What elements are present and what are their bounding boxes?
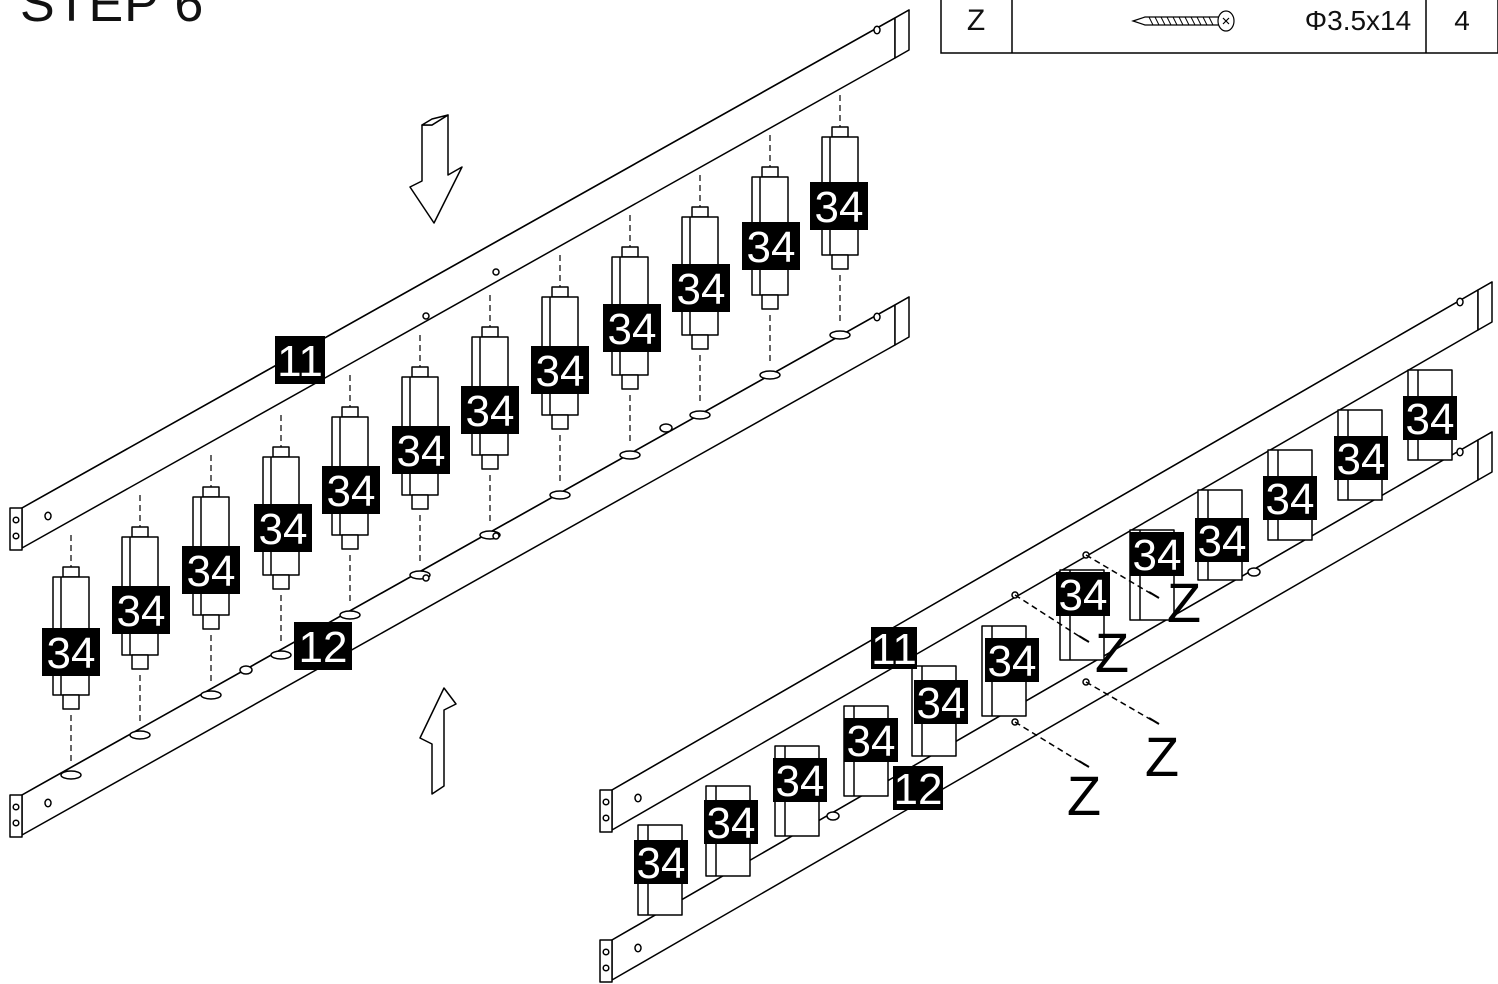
slat-tag-right-9: 34 bbox=[1195, 517, 1249, 566]
slat-tag-right-5: 34 bbox=[914, 679, 968, 728]
svg-text:34: 34 bbox=[1133, 531, 1182, 580]
screw-label-z: Z bbox=[1167, 571, 1201, 634]
slat-tag-left-1: 34 bbox=[42, 628, 100, 678]
dowel-hole bbox=[239, 665, 253, 675]
screw-1 bbox=[1011, 591, 1090, 643]
slat-tag-right-1: 34 bbox=[634, 839, 688, 888]
screw-hole bbox=[422, 312, 430, 320]
slat-tag-left-5: 34 bbox=[322, 466, 380, 516]
screw-4 bbox=[1082, 678, 1160, 725]
svg-text:11: 11 bbox=[277, 337, 323, 386]
slat-tag-left-2: 34 bbox=[112, 586, 170, 636]
svg-text:34: 34 bbox=[187, 547, 236, 596]
step-title: STEP 6 bbox=[20, 0, 205, 33]
hardware-spec: Φ3.5x14 bbox=[1305, 5, 1411, 36]
dowel-hole bbox=[1247, 567, 1261, 577]
bottom-rail-right bbox=[599, 431, 1493, 983]
slat-tag-left-9: 34 bbox=[603, 304, 661, 354]
slat-tag-right-11: 34 bbox=[1334, 435, 1388, 484]
slat-tag-left-4: 34 bbox=[254, 504, 312, 554]
svg-text:34: 34 bbox=[117, 587, 166, 636]
slat-tag-left-10: 34 bbox=[672, 264, 730, 314]
rail-tag-top-right: 11 bbox=[871, 625, 917, 674]
svg-text:34: 34 bbox=[1337, 435, 1386, 484]
top-rail-right bbox=[599, 281, 1493, 833]
hardware-table: Z Φ3.5x14 4 bbox=[940, 0, 1498, 54]
rail-tag-bottom-right: 12 bbox=[893, 765, 943, 814]
screw-hole bbox=[422, 574, 430, 582]
svg-text:34: 34 bbox=[47, 629, 96, 678]
arrow-down-icon bbox=[409, 114, 463, 224]
hardware-code: Z bbox=[967, 4, 985, 37]
svg-text:34: 34 bbox=[1266, 475, 1315, 524]
slat-tag-right-12: 34 bbox=[1403, 395, 1457, 444]
slat-tag-right-6: 34 bbox=[985, 637, 1039, 686]
svg-text:34: 34 bbox=[707, 799, 756, 848]
slat-tag-right-2: 34 bbox=[704, 799, 758, 848]
svg-text:34: 34 bbox=[815, 183, 864, 232]
svg-text:34: 34 bbox=[1198, 517, 1247, 566]
slat-tag-left-7: 34 bbox=[461, 386, 519, 436]
screw-2 bbox=[1082, 551, 1160, 599]
rail-tag-top-left: 11 bbox=[275, 336, 325, 386]
slat-tag-left-3: 34 bbox=[182, 546, 240, 596]
screw-icon bbox=[1131, 10, 1235, 32]
slat-tag-left-12: 34 bbox=[810, 182, 868, 232]
svg-text:34: 34 bbox=[466, 387, 515, 436]
slat-tag-right-10: 34 bbox=[1263, 475, 1317, 524]
svg-text:34: 34 bbox=[1406, 395, 1455, 444]
screw-hole bbox=[492, 268, 500, 276]
dowel-hole bbox=[659, 423, 673, 433]
slat-tag-right-8: 34 bbox=[1130, 531, 1184, 580]
svg-text:34: 34 bbox=[1059, 571, 1108, 620]
screw-hole bbox=[492, 532, 500, 540]
svg-text:34: 34 bbox=[917, 679, 966, 728]
slat-tag-left-11: 34 bbox=[742, 222, 800, 272]
top-rail-left bbox=[9, 9, 910, 551]
screw-3 bbox=[1011, 718, 1090, 768]
svg-text:12: 12 bbox=[894, 765, 943, 814]
svg-text:34: 34 bbox=[776, 757, 825, 806]
svg-text:34: 34 bbox=[259, 505, 308, 554]
svg-text:34: 34 bbox=[397, 427, 446, 476]
svg-text:34: 34 bbox=[608, 305, 657, 354]
slat-tag-left-8: 34 bbox=[531, 346, 589, 396]
screw-label-z: Z bbox=[1145, 725, 1179, 788]
svg-text:11: 11 bbox=[871, 625, 917, 674]
screw-label-z: Z bbox=[1095, 621, 1129, 684]
hardware-qty: 4 bbox=[1454, 5, 1470, 36]
slat-tag-left-6: 34 bbox=[392, 426, 450, 476]
dowel-hole bbox=[826, 811, 840, 821]
svg-text:34: 34 bbox=[637, 839, 686, 888]
svg-text:34: 34 bbox=[327, 467, 376, 516]
slat-tag-right-7: 34 bbox=[1056, 571, 1110, 620]
svg-text:34: 34 bbox=[747, 223, 796, 272]
slat-tag-right-4: 34 bbox=[844, 717, 898, 766]
svg-text:34: 34 bbox=[677, 265, 726, 314]
svg-text:12: 12 bbox=[299, 623, 348, 672]
slat-tag-right-3: 34 bbox=[773, 757, 827, 806]
svg-text:34: 34 bbox=[988, 637, 1037, 686]
svg-text:34: 34 bbox=[536, 347, 585, 396]
arrow-up-icon bbox=[419, 687, 457, 795]
rail-tag-bottom-left: 12 bbox=[294, 622, 352, 672]
svg-text:34: 34 bbox=[847, 717, 896, 766]
screw-label-z: Z bbox=[1067, 764, 1101, 827]
